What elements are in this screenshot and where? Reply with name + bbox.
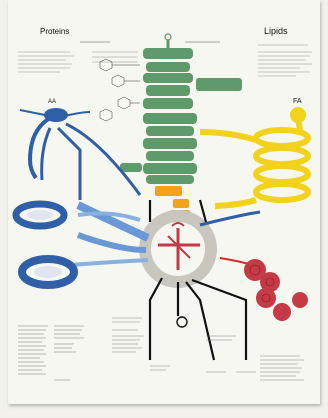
aa-label: AA — [48, 99, 56, 105]
fa-node — [290, 107, 306, 123]
fa-label: FA — [293, 98, 302, 105]
lipids-heading: Lipids — [264, 26, 288, 36]
aa-node — [44, 108, 68, 122]
molecule-sketches — [100, 59, 140, 121]
bottom-notes — [112, 318, 304, 380]
legend-tables — [18, 326, 84, 380]
lipids-notes — [258, 45, 312, 76]
proteins-notes — [18, 52, 74, 72]
proteins-heading: Proteins — [40, 27, 69, 36]
yellow-lipid-pathway — [200, 118, 308, 206]
green-pathway-stack — [120, 34, 242, 184]
red-cycles — [220, 258, 308, 321]
left-blue-cycles — [16, 204, 74, 285]
